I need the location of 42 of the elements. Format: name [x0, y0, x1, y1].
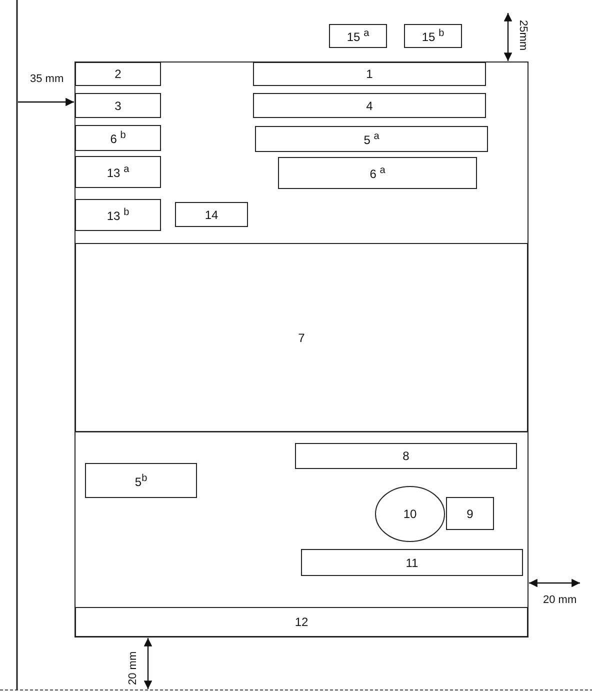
layout-box	[301, 549, 523, 576]
dimension-label: 20 mm	[127, 651, 139, 685]
box-number: 12	[294, 615, 308, 629]
box-number: 13 $^{b}$	[106, 207, 130, 223]
box-number: 9	[466, 506, 474, 520]
layout-box	[75, 199, 161, 231]
box-number: 4	[366, 98, 373, 112]
layout-box	[253, 93, 486, 118]
box-number: 14	[204, 208, 218, 222]
layout-box	[75, 62, 161, 86]
layout-box	[75, 93, 161, 118]
box-number: 8	[402, 449, 410, 463]
box-number: 1	[366, 67, 373, 81]
dimension-label: 20 mm	[543, 594, 577, 606]
layout-box	[75, 125, 161, 151]
box-number: 15 $^{b}$	[422, 28, 444, 44]
box-number: 10	[403, 507, 417, 521]
layout-box	[85, 463, 197, 498]
box-number: 15 $^{a}$	[346, 28, 370, 44]
layout-box	[255, 126, 488, 152]
layout-box	[175, 202, 248, 227]
layout-box	[75, 156, 161, 188]
box-number: 11	[406, 556, 418, 570]
box-number: 5$^{b}$	[134, 472, 148, 488]
layout-box	[329, 24, 387, 48]
box-number: 13 $^{a}$	[106, 164, 130, 180]
layout-band	[75, 243, 528, 432]
box-number: 3	[114, 98, 122, 112]
box-number: 6 $^{b}$	[110, 130, 126, 146]
layout-ellipse	[375, 486, 445, 542]
dimension-label: 25mm	[517, 20, 529, 51]
layout-box	[295, 443, 517, 469]
layout-box	[278, 157, 477, 189]
box-number: 5 $^{a}$	[364, 131, 380, 147]
layout-band	[75, 607, 528, 637]
dimension-label: 35 mm	[30, 73, 64, 85]
layout-box	[404, 24, 462, 48]
box-number: 6 $^{a}$	[370, 165, 386, 181]
layout-box	[446, 497, 494, 530]
box-number: 2	[114, 67, 122, 81]
layout-box	[253, 62, 486, 86]
box-number: 7	[298, 330, 305, 344]
